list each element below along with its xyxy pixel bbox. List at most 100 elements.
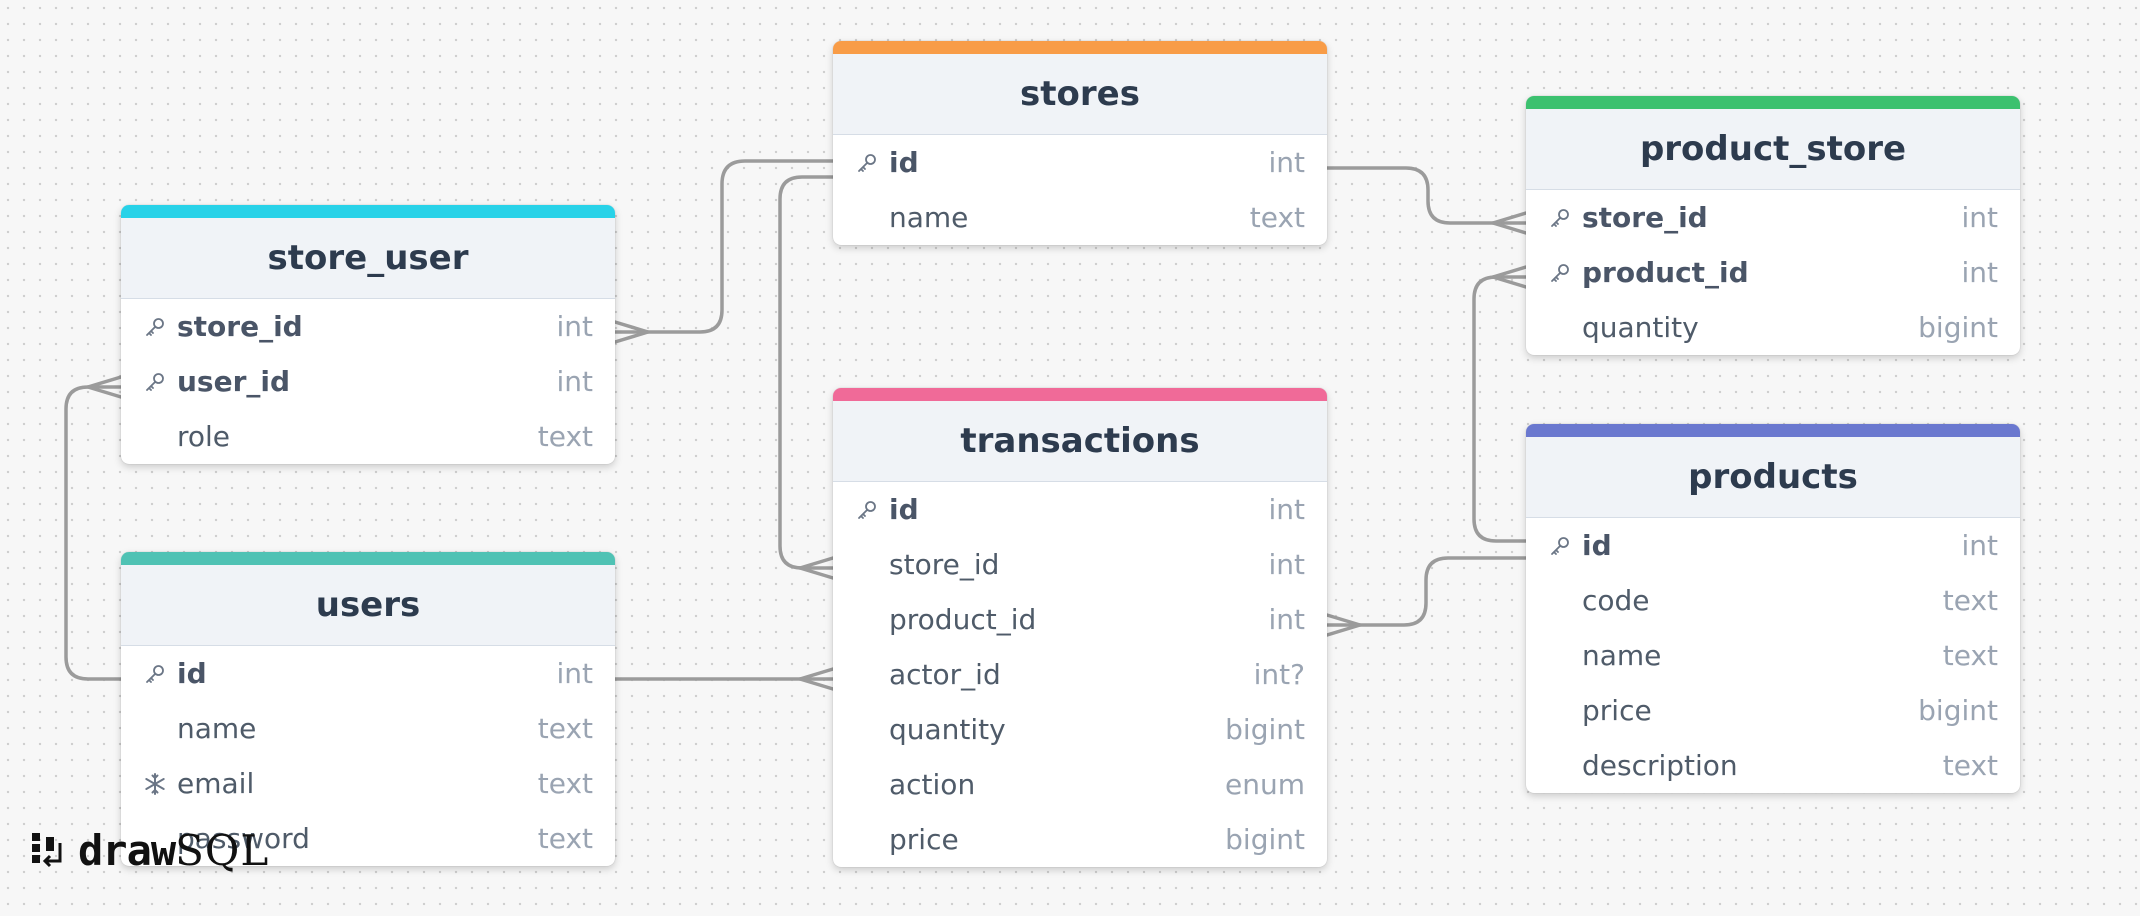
relation-users-store-user [64,385,123,681]
blank-icon-slot [1544,640,1576,672]
column-type: int [1961,201,1998,234]
table-color-bar [121,205,615,218]
blank-icon-slot [1544,312,1576,344]
column-type: int [1268,548,1305,581]
key-icon [1544,530,1576,562]
key-icon [851,147,883,179]
table-title[interactable]: users [121,565,615,646]
blank-icon-slot [851,549,883,581]
blank-icon-slot [1544,695,1576,727]
column-row[interactable]: quantity bigint [833,702,1327,757]
table-title[interactable]: products [1526,437,2020,518]
column-type: int [1268,493,1305,526]
column-row[interactable]: product_id int [1526,245,2020,300]
column-row[interactable]: name text [1526,628,2020,683]
column-type: bigint [1225,823,1305,856]
crowfoot-transactions-actor-id [798,667,835,691]
column-name: quantity [889,713,1006,746]
column-name: actor_id [889,658,1001,691]
key-icon [139,366,171,398]
column-type: text [1942,749,1998,782]
crowfoot-transactions-store-id [798,556,835,580]
column-name: id [1582,529,1612,562]
blank-icon-slot [139,421,171,453]
column-type: text [1249,201,1305,234]
snowflake-icon [139,768,171,800]
column-type: text [537,767,593,800]
table-title[interactable]: transactions [833,401,1327,482]
column-type: int [1268,146,1305,179]
column-name: description [1582,749,1738,782]
column-name: password [177,822,310,855]
column-name: role [177,420,231,453]
column-row[interactable]: store_id int [1526,190,2020,245]
column-name: name [177,712,257,745]
blank-icon-slot [1544,750,1576,782]
drawsql-logo-icon [32,832,62,867]
column-type: text [1942,639,1998,672]
column-row[interactable]: name text [833,190,1327,245]
column-type: bigint [1225,713,1305,746]
key-icon [1544,257,1576,289]
column-type: enum [1225,768,1305,801]
blank-icon-slot [851,659,883,691]
blank-icon-slot [851,769,883,801]
table-title[interactable]: store_user [121,218,615,299]
column-name: name [1582,639,1662,672]
column-row[interactable]: password text [121,811,615,866]
blank-icon-slot [851,714,883,746]
column-name: product_id [1582,256,1749,289]
table-title[interactable]: product_store [1526,109,2020,190]
column-type: int [1961,256,1998,289]
column-type: int [556,657,593,690]
column-row[interactable]: id int [833,482,1327,537]
column-name: store_id [1582,201,1708,234]
blank-icon-slot [851,202,883,234]
crowfoot-store-user-user-id [86,375,123,399]
column-row[interactable]: action enum [833,757,1327,812]
table-title[interactable]: stores [833,54,1327,135]
table-color-bar [833,388,1327,401]
relation-stores-transactions [778,175,835,570]
key-icon [139,311,171,343]
column-type: bigint [1918,694,1998,727]
column-type: bigint [1918,311,1998,344]
column-type: text [537,822,593,855]
column-row[interactable]: description text [1526,738,2020,793]
column-row[interactable]: store_id int [833,537,1327,592]
crowfoot-product-store-product-id [1491,265,1528,289]
crowfoot-store-user-store-id [613,320,650,344]
column-name: name [889,201,969,234]
blank-icon-slot [1544,585,1576,617]
column-name: code [1582,584,1650,617]
column-name: store_id [889,548,1000,581]
column-name: id [889,493,919,526]
column-name: action [889,768,976,801]
relation-stores-store-user [613,159,835,334]
